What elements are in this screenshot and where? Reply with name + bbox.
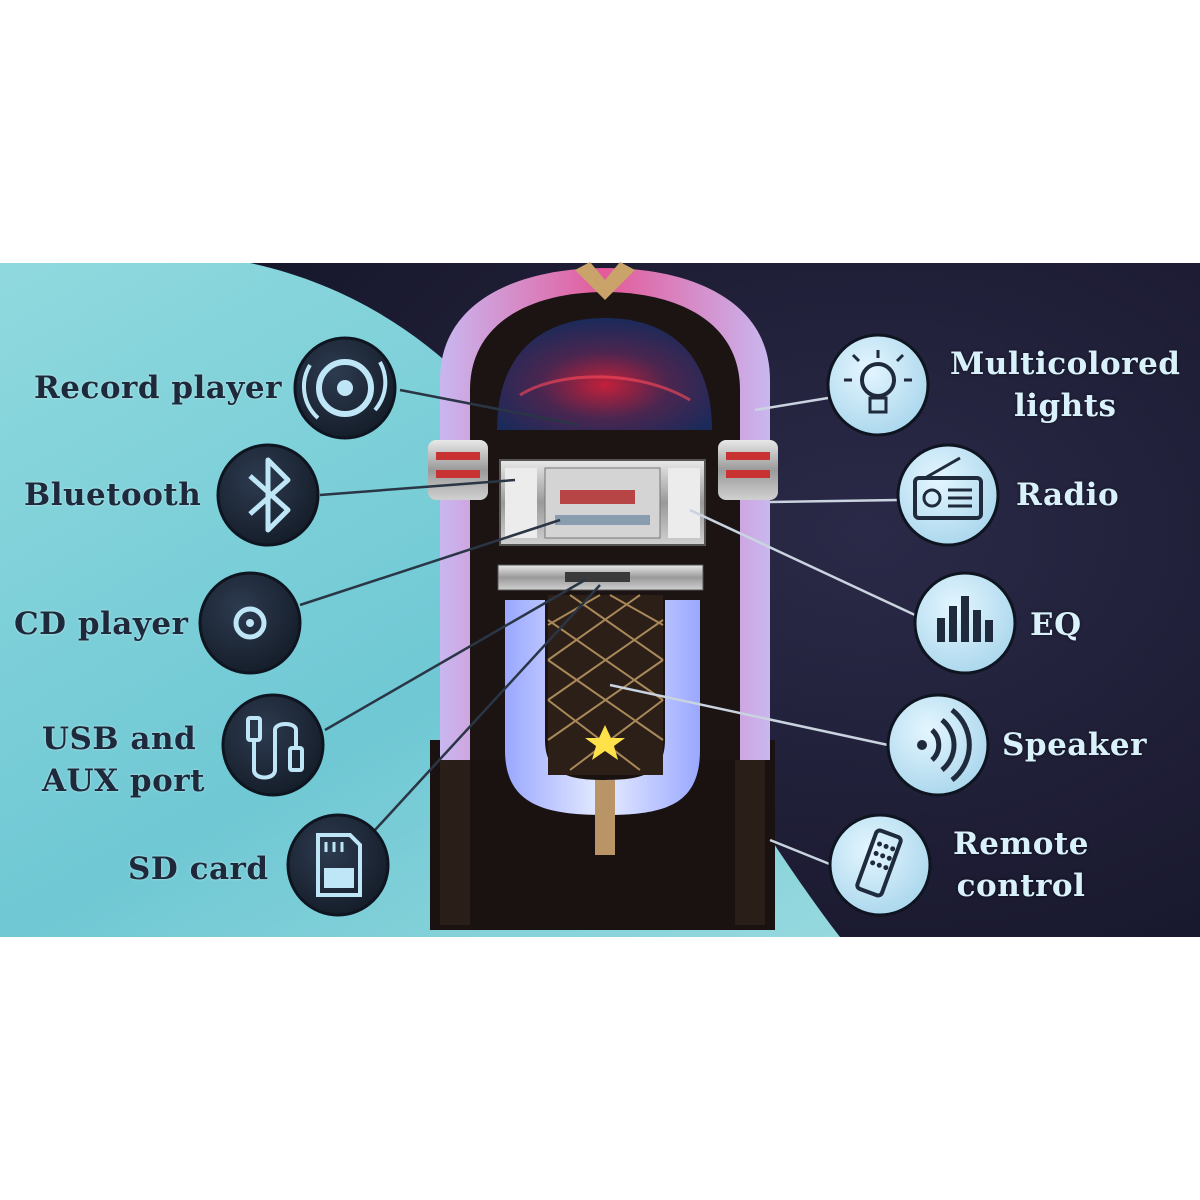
usb-cable-icon	[221, 693, 325, 797]
remote-control-icon	[828, 813, 932, 917]
radio-icon	[896, 443, 1000, 547]
label-usb-aux: USB and AUX port	[42, 721, 205, 799]
sd-card-icon	[286, 813, 390, 917]
label-radio: Radio	[1016, 477, 1120, 513]
speaker-waves-icon	[886, 693, 990, 797]
light-bulb-icon	[826, 333, 930, 437]
label-multicolored-lights: Multicolored lights	[950, 346, 1181, 424]
record-player-icon	[293, 336, 397, 440]
equalizer-icon	[913, 571, 1017, 675]
label-record-player: Record player	[34, 370, 282, 406]
label-sd-card: SD card	[128, 851, 269, 887]
label-eq: EQ	[1030, 607, 1082, 643]
jukebox-light-tubes	[505, 600, 700, 815]
label-cd-player: CD player	[14, 606, 189, 642]
label-remote-control: Remote control	[953, 826, 1090, 904]
connector-lines-right	[609, 396, 916, 867]
bluetooth-icon	[216, 443, 320, 547]
connector-lines	[299, 388, 601, 831]
jukebox-dome	[497, 318, 712, 430]
label-speaker: Speaker	[1002, 727, 1147, 763]
label-bluetooth: Bluetooth	[24, 477, 202, 513]
jukebox	[428, 262, 778, 930]
cd-icon	[198, 571, 302, 675]
